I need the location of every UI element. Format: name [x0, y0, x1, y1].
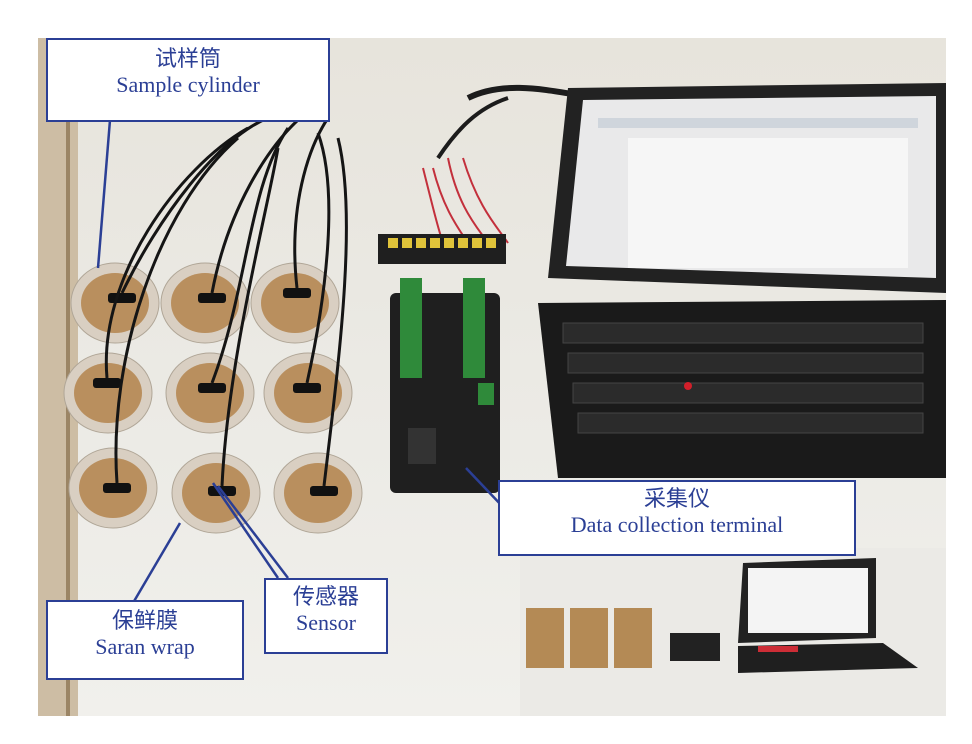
experiment-photo: [38, 38, 946, 716]
label-en: Saran wrap: [95, 634, 195, 660]
sensors: [93, 288, 338, 496]
label-en: Data collection terminal: [570, 512, 784, 538]
leader-lines: [96, 119, 505, 604]
terminal-block: [463, 278, 485, 378]
label-en: Sensor: [296, 610, 356, 636]
label-data-terminal: 采集仪 Data collection terminal: [498, 480, 856, 556]
sensor-cables: [104, 116, 348, 487]
label-zh: 保鲜膜: [111, 608, 178, 633]
trackpoint: [684, 382, 692, 390]
label-en: Sample cylinder: [116, 72, 260, 98]
inset-photo: [520, 548, 946, 716]
data-logger: [378, 234, 506, 493]
label-sensor: 传感器 Sensor: [264, 578, 388, 654]
cylinder: [63, 352, 153, 434]
label-sample-cylinder: 试样筒 Sample cylinder: [46, 38, 330, 122]
photo-illustration: [38, 38, 946, 716]
laptop: [538, 83, 946, 478]
cylinder: [250, 262, 340, 344]
terminal-block: [400, 278, 422, 378]
label-saran-wrap: 保鲜膜 Saran wrap: [46, 600, 244, 680]
label-zh: 试样筒: [154, 46, 221, 71]
label-zh: 传感器: [292, 584, 359, 609]
label-zh: 采集仪: [643, 486, 710, 511]
